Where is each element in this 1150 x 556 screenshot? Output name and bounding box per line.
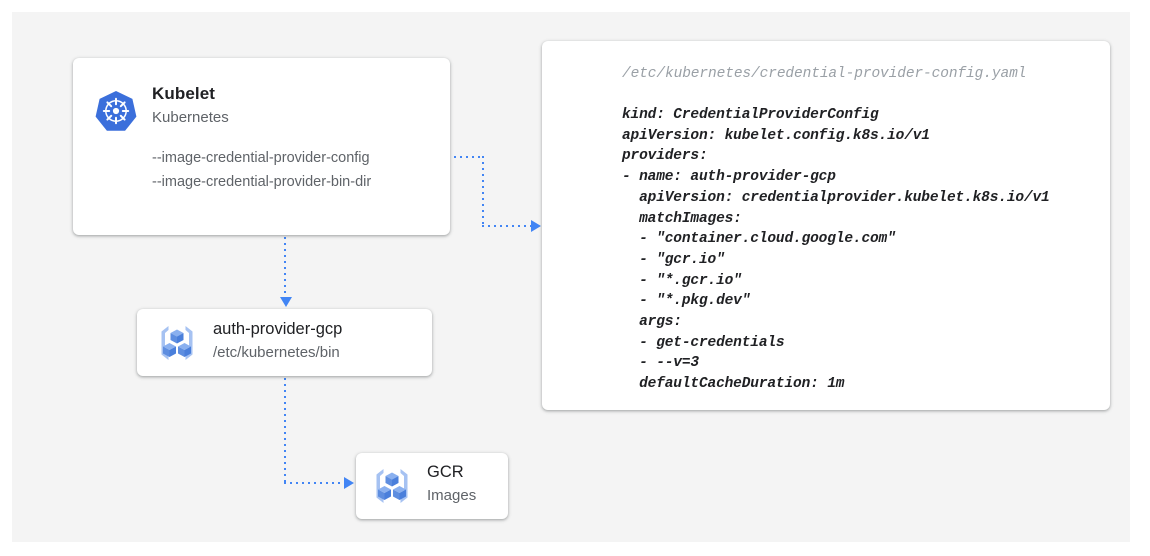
credential-provider-config-card[interactable]: /etc/kubernetes/credential-provider-conf…: [542, 41, 1110, 410]
container-registry-icon: [155, 321, 199, 365]
config-yaml-line: matchImages:: [622, 210, 742, 227]
kubelet-flag-config: --image-credential-provider-config: [152, 150, 370, 166]
container-registry-icon: [370, 464, 414, 508]
gcr-card-subtitle: Images: [427, 487, 477, 504]
gcr-card-title: GCR: [427, 463, 464, 481]
config-yaml-line: - --v=3: [622, 355, 699, 372]
config-yaml-line: defaultCacheDuration: 1m: [622, 376, 845, 393]
config-yaml-line: - name: auth-provider-gcp: [622, 169, 836, 186]
kubelet-card[interactable]: Kubelet Kubernetes --image-credential-pr…: [73, 58, 450, 235]
config-yaml-line: args:: [622, 314, 682, 331]
config-yaml-line: - "*.gcr.io": [622, 272, 742, 289]
kubelet-flag-bin-dir: --image-credential-provider-bin-dir: [152, 174, 372, 190]
connector-provider-to-gcr-arrowhead: [344, 477, 354, 489]
config-yaml-line: - "gcr.io": [622, 251, 725, 268]
connector-kubelet-to-provider-arrowhead: [280, 297, 292, 307]
config-yaml-line: apiVersion: credentialprovider.kubelet.k…: [622, 189, 1050, 206]
auth-provider-gcp-title: auth-provider-gcp: [213, 320, 343, 338]
diagram-canvas: Kubelet Kubernetes --image-credential-pr…: [12, 12, 1130, 542]
connector-kubelet-to-config-arrowhead: [531, 220, 541, 232]
config-yaml-body: kind: CredentialProviderConfig apiVersion…: [622, 105, 1050, 395]
config-yaml-line: providers:: [622, 148, 708, 165]
config-yaml-line: - "container.cloud.google.com": [622, 231, 896, 248]
auth-provider-gcp-card[interactable]: auth-provider-gcp /etc/kubernetes/bin: [137, 309, 432, 376]
connector-kubelet-to-config-segment-3: [482, 225, 534, 227]
config-file-path: /etc/kubernetes/credential-provider-conf…: [622, 66, 1027, 82]
kubelet-card-title: Kubelet: [152, 84, 216, 103]
connector-kubelet-to-config-segment-2: [482, 156, 484, 226]
config-yaml-line: kind: CredentialProviderConfig: [622, 107, 879, 123]
connector-provider-to-gcr-segment-1: [284, 378, 286, 484]
config-yaml-line: - get-credentials: [622, 334, 785, 351]
connector-provider-to-gcr-segment-2: [284, 482, 346, 484]
auth-provider-gcp-subtitle: /etc/kubernetes/bin: [213, 344, 340, 361]
config-yaml-line: apiVersion: kubelet.config.k8s.io/v1: [622, 127, 930, 144]
kubelet-card-subtitle: Kubernetes: [152, 109, 229, 126]
config-yaml-line: - "*.pkg.dev": [622, 293, 751, 310]
gcr-card[interactable]: GCR Images: [356, 453, 508, 519]
kubernetes-logo-icon: [94, 89, 138, 133]
connector-kubelet-to-provider-line: [284, 207, 286, 298]
